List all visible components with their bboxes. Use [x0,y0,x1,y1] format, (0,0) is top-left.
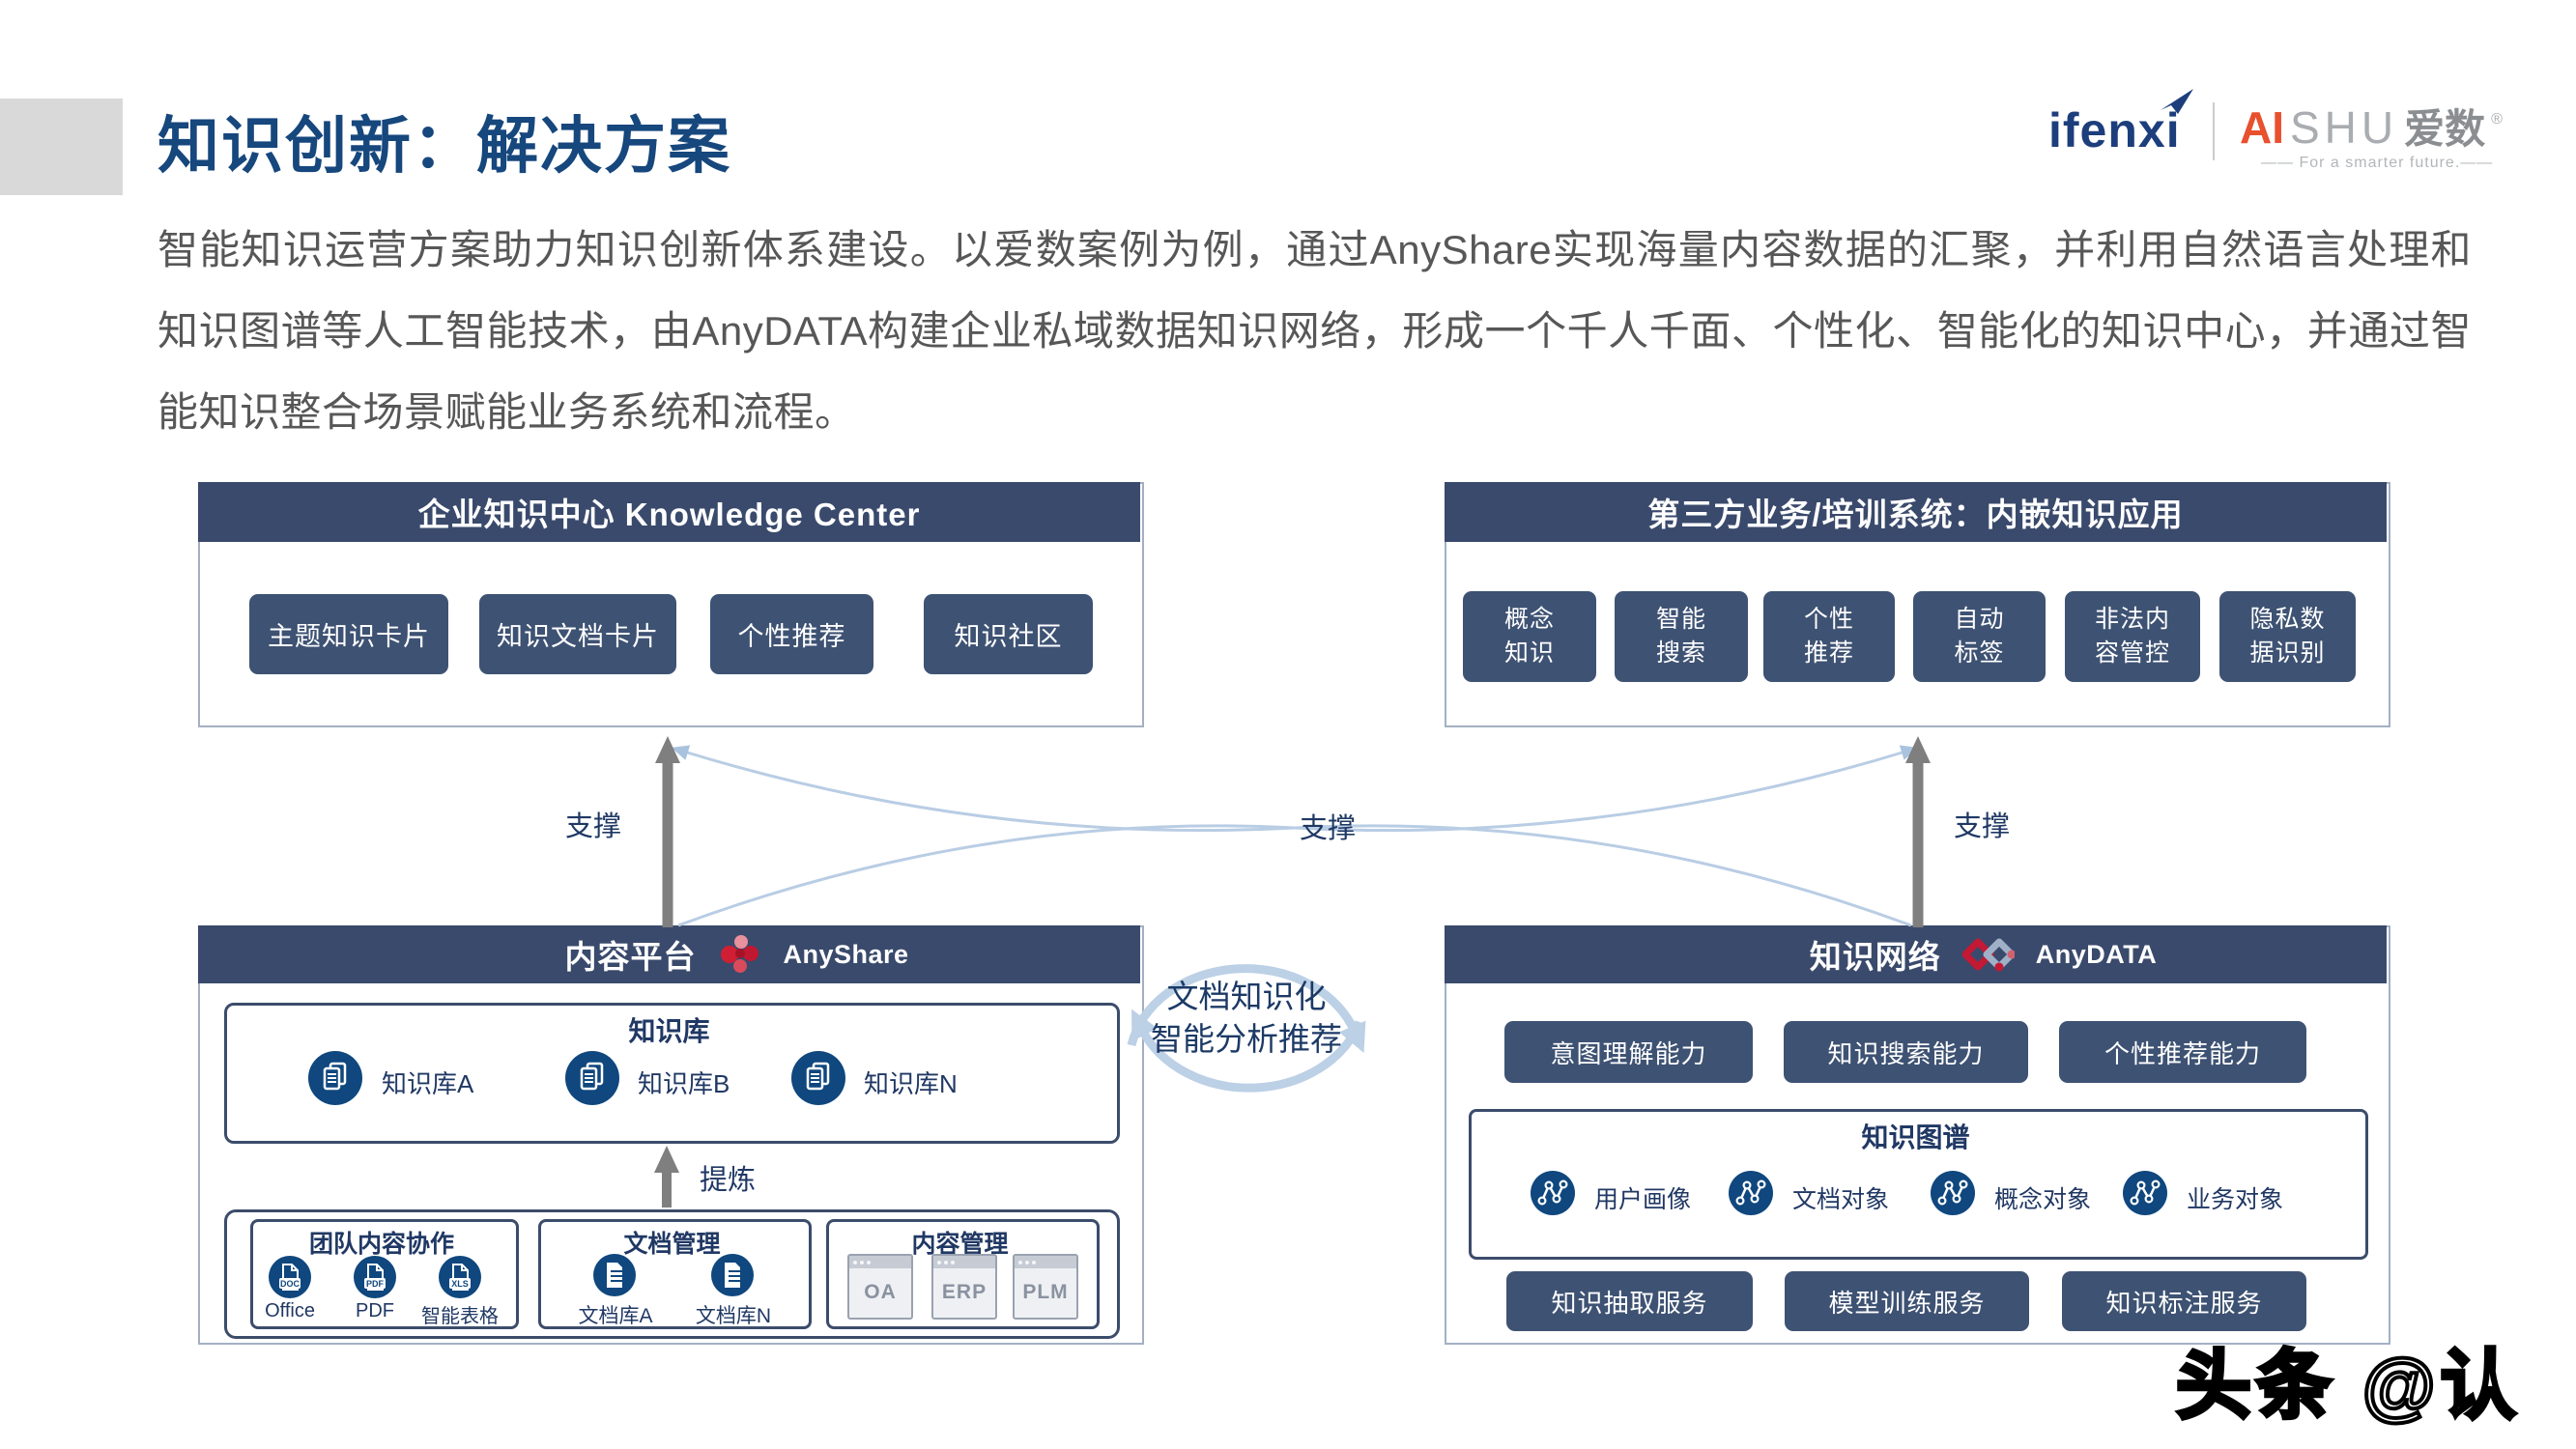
kb-item-b: 知识库B [638,1069,730,1098]
doc-library-n-label: 文档库N [695,1305,772,1327]
ifenxi-logo: ifenxi [2048,103,2181,157]
doc-library-a-label: 文档库A [578,1305,653,1327]
tp-button-privacy: 隐私数 据识别 [2219,591,2356,682]
aishu-ai-text: AI [2240,102,2284,153]
content-platform-title: 内容平台 [564,939,697,975]
aishu-shu-text: SHU [2290,102,2399,153]
kb-box [224,1003,1120,1144]
anyshare-icon [721,935,759,973]
intro-paragraph: 智能知识运营方案助力知识创新体系建设。以爱数案例为例，通过AnyShare实现海… [157,227,2472,435]
erp-system-icon: ERP [931,1254,997,1320]
watermark: 头条 @认是 [2174,1341,2521,1430]
third-party-title: 第三方业务/培训系统：内嵌知识应用 [1647,497,2184,532]
tp-button-smart-search: 智能 搜索 [1615,591,1748,682]
doc-library-icon [593,1254,636,1296]
knowledge-graph-title: 知识图谱 [1861,1122,1970,1152]
doc-library-icon [711,1254,754,1296]
tp-button-auto-tag: 自动 标签 [1913,591,2046,682]
ifenxi-arrow-icon [2161,89,2193,114]
knowledge-center-title: 企业知识中心 Knowledge Center [417,497,921,532]
kb-docs-icon [565,1051,619,1105]
graph-node-icon [2123,1171,2167,1215]
doc-mgmt-box [538,1219,812,1329]
service-annotation: 知识标注服务 [2062,1271,2306,1331]
team-collab-title: 团队内容协作 [308,1231,454,1258]
content-mgmt-title: 内容管理 [911,1231,1009,1258]
support-curve-right-to-left [671,745,1912,927]
content-platform-header: 内容平台 AnyShare [198,925,1140,983]
capability-recommend: 个性推荐能力 [2059,1021,2306,1083]
knowledge-network-title: 知识网络 [1809,939,1941,975]
kb-item-a: 知识库A [382,1069,474,1098]
xls-file-icon: XLS [439,1256,481,1298]
oa-label: OA [864,1280,897,1303]
oa-system-icon: OA [847,1254,913,1320]
graph-item-user-profile: 用户画像 [1594,1186,1692,1213]
tp-button-illegal-content: 非法内 容管控 [2065,591,2200,682]
graph-node-icon [1729,1171,1773,1215]
team-label-office: Office [265,1300,315,1321]
kc-button-personalized: 个性推荐 [710,594,873,674]
support-label-middle: 支撑 [1300,813,1357,844]
anydata-logo-text: AnyDATA [2035,939,2158,969]
aishu-cn-text: 爱数 [2404,106,2486,152]
aishu-registered-mark: ® [2491,111,2503,128]
erp-label: ERP [941,1280,987,1303]
service-training: 模型训练服务 [1785,1271,2029,1331]
anyshare-logo-text: AnyShare [783,939,909,969]
third-party-header: 第三方业务/培训系统：内嵌知识应用 [1445,482,2387,542]
aishu-tagline: —— For a smarter future.—— [2261,155,2494,171]
graph-item-concept-object: 概念对象 [1994,1186,2092,1213]
anydata-icon [1961,938,2015,972]
knowledge-center-header: 企业知识中心 Knowledge Center [198,482,1140,542]
doc-file-icon: DOC [269,1256,311,1298]
tp-button-concept: 概念 知识 [1463,591,1596,682]
support-curve-left-to-right [677,745,1919,927]
service-extraction: 知识抽取服务 [1506,1271,1753,1331]
page-title: 知识创新：解决方案 [157,111,731,181]
pdf-file-icon: PDF [354,1256,396,1298]
kb-docs-icon [308,1051,362,1105]
kb-item-n: 知识库N [864,1069,958,1098]
svg-text:PDF: PDF [366,1279,385,1289]
team-label-pdf: PDF [356,1300,394,1321]
kb-title: 知识库 [628,1016,710,1046]
plm-system-icon: PLM [1013,1254,1078,1320]
kc-button-community: 知识社区 [924,594,1093,674]
kc-button-topic-cards: 主题知识卡片 [249,594,448,674]
title-accent-bar [0,99,123,195]
aishu-logo: AI SHU 爱数 ® [2240,97,2503,156]
graph-item-business-object: 业务对象 [2187,1186,2284,1213]
team-label-smartsheet: 智能表格 [421,1306,499,1327]
kb-docs-icon [791,1051,845,1105]
support-label-right: 支撑 [1954,811,2011,842]
knowledge-graph-box [1469,1109,2368,1260]
doc-mgmt-title: 文档管理 [623,1231,721,1258]
plm-label: PLM [1022,1280,1069,1303]
knowledge-network-header: 知识网络 AnyDATA [1445,925,2387,983]
graph-item-doc-object: 文档对象 [1792,1186,1890,1213]
refine-label: 提炼 [700,1165,757,1196]
logo-divider [2213,102,2215,160]
graph-node-icon [1931,1171,1975,1215]
cycle-label: 文档知识化 智能分析推荐 [1151,979,1342,1057]
svg-text:DOC: DOC [280,1279,301,1289]
tp-button-personalized: 个性 推荐 [1763,591,1895,682]
kc-button-doc-cards: 知识文档卡片 [479,594,676,674]
support-label-left: 支撑 [565,811,622,842]
graph-node-icon [1531,1171,1575,1215]
capability-intent: 意图理解能力 [1504,1021,1753,1083]
svg-text:XLS: XLS [451,1279,469,1289]
capability-search: 知识搜索能力 [1784,1021,2028,1083]
